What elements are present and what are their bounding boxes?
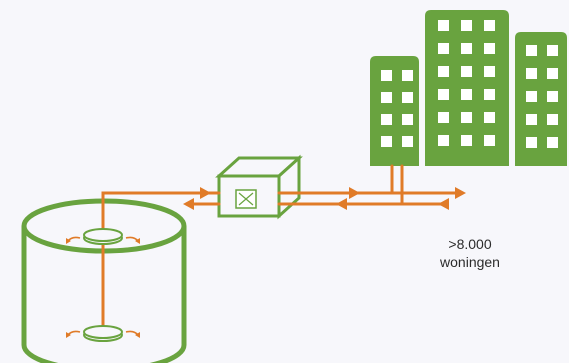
window bbox=[461, 89, 472, 100]
building-windows bbox=[381, 20, 558, 148]
window bbox=[547, 137, 558, 148]
window bbox=[461, 112, 472, 123]
diffuser-bottom bbox=[66, 325, 140, 342]
window bbox=[484, 20, 495, 31]
housing-count: >8.000 bbox=[448, 236, 492, 252]
arrow-supply-mid bbox=[349, 187, 360, 199]
window bbox=[484, 89, 495, 100]
building-right bbox=[515, 32, 567, 166]
window bbox=[547, 114, 558, 125]
arrow-supply-left bbox=[200, 187, 211, 199]
window bbox=[526, 137, 537, 148]
arrow-return-left bbox=[183, 198, 194, 210]
heat-exchanger-icon bbox=[215, 154, 303, 220]
pipe-supply-left bbox=[101, 191, 221, 233]
window bbox=[484, 43, 495, 54]
window bbox=[461, 20, 472, 31]
window bbox=[402, 70, 413, 81]
window bbox=[438, 135, 449, 146]
window bbox=[438, 43, 449, 54]
window bbox=[484, 112, 495, 123]
flow-arrows bbox=[183, 187, 466, 210]
window bbox=[438, 89, 449, 100]
window bbox=[526, 45, 537, 56]
window bbox=[381, 136, 392, 147]
window bbox=[402, 114, 413, 125]
window bbox=[402, 92, 413, 103]
pipes bbox=[101, 164, 460, 330]
arrow-return-mid bbox=[336, 198, 347, 210]
window bbox=[381, 114, 392, 125]
apartment-buildings-icon bbox=[370, 10, 567, 166]
housing-label: woningen bbox=[440, 254, 500, 270]
window bbox=[526, 91, 537, 102]
window bbox=[547, 45, 558, 56]
window bbox=[526, 68, 537, 79]
diffuser-top bbox=[66, 228, 140, 245]
exchanger-symbol-lines bbox=[238, 192, 254, 206]
window bbox=[402, 136, 413, 147]
window bbox=[461, 135, 472, 146]
arrow-supply-end bbox=[455, 187, 466, 199]
window bbox=[461, 66, 472, 77]
window bbox=[526, 114, 537, 125]
window bbox=[381, 70, 392, 81]
window bbox=[547, 91, 558, 102]
window bbox=[381, 92, 392, 103]
window bbox=[438, 112, 449, 123]
tank-body bbox=[21, 226, 187, 363]
window bbox=[438, 66, 449, 77]
window bbox=[484, 66, 495, 77]
window bbox=[547, 68, 558, 79]
window bbox=[438, 20, 449, 31]
window bbox=[484, 135, 495, 146]
arrow-return-start bbox=[438, 198, 449, 210]
window bbox=[461, 43, 472, 54]
